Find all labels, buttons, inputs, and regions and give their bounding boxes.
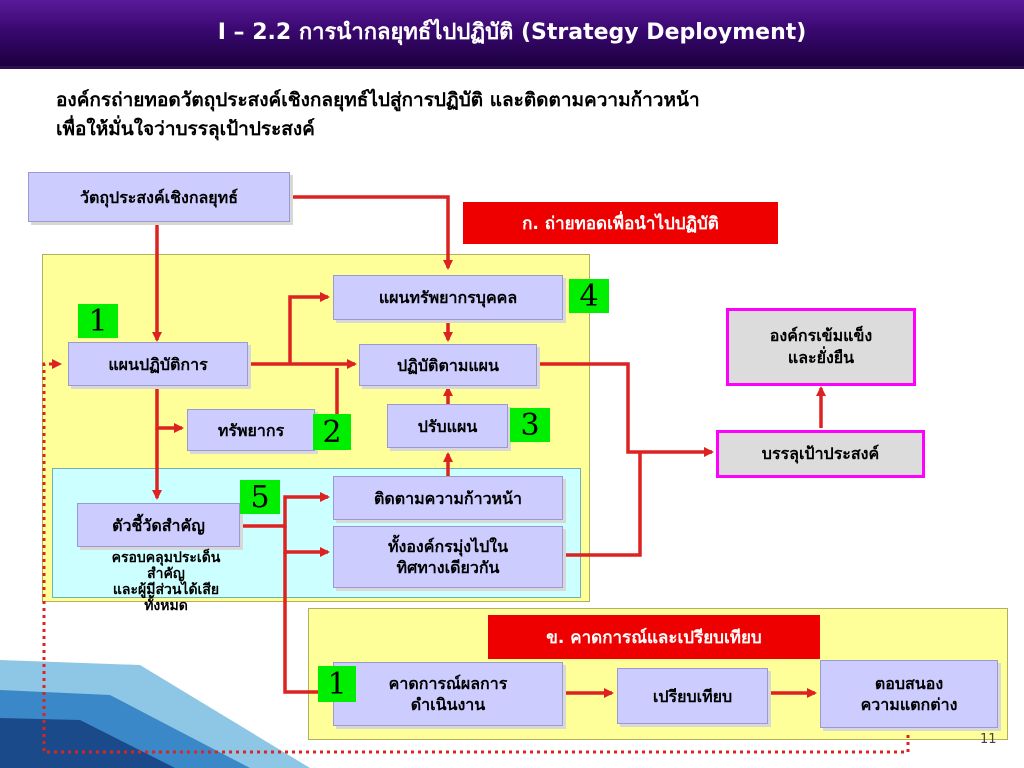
step-number-1b: 1 [318,666,356,702]
compare-box: เปรียบเทียบ [617,668,768,724]
alignment-line-2: ทิศทางเดียวกัน [396,558,500,577]
kpi-note: ครอบคลุมประเด็น สำคัญ และผู้มีส่วนได้เสี… [80,550,252,614]
kpi-box: ตัวชี้วัดสำคัญ [77,503,240,547]
step-number-2: 2 [313,414,351,450]
adjust-plan-box: ปรับแผน [387,404,508,448]
page-number: 11 [980,732,997,747]
intro-line-1: องค์กรถ่ายทอดวัตถุประสงค์เชิงกลยุทธ์ไปสู… [56,89,700,111]
strong-org-line-2: และยั่งยืน [787,348,855,367]
strong-org-line-1: องค์กรเข้มแข็ง [769,326,873,345]
intro-line-2: เพื่อให้มั่นใจว่าบรรลุเป้าประสงค์ [56,118,315,140]
alignment-line-1: ทั้งองค์กรมุ่งไปใน [387,537,509,556]
step-number-1: 1 [78,304,118,339]
intro-text: องค์กรถ่ายทอดวัตถุประสงค์เชิงกลยุทธ์ไปสู… [56,86,956,144]
execute-plan-box: ปฏิบัติตามแผน [359,344,537,386]
header-bar: I – 2.2 การนำกลยุทธ์ไปปฏิบัติ (Strategy … [0,0,1024,69]
step-number-3: 3 [510,408,550,443]
slide-title: I – 2.2 การนำกลยุทธ์ไปปฏิบัติ (Strategy … [217,20,807,45]
respond-line-2: ความแตกต่าง [860,695,958,714]
forecast-line-2: ดำเนินงาน [410,695,486,714]
kpi-note-line-4: ทั้งหมด [144,598,188,614]
step-number-5: 5 [240,480,280,515]
forecast-label: ข. คาดการณ์และเปรียบเทียบ [488,615,820,659]
kpi-note-line-3: และผู้มีส่วนได้เสีย [112,582,220,598]
kpi-note-line-2: สำคัญ [147,566,185,582]
action-plan-box: แผนปฏิบัติการ [68,342,248,386]
kpi-note-line-1: ครอบคลุมประเด็น [111,550,221,566]
strong-organization-box: องค์กรเข้มแข็ง และยั่งยืน [726,308,916,386]
strategic-objectives-box: วัตถุประสงค์เชิงกลยุทธ์ [28,172,290,222]
forecast-line-1: คาดการณ์ผลการ [388,674,508,693]
respond-gaps-box: ตอบสนอง ความแตกต่าง [820,660,998,728]
forecast-performance-box: คาดการณ์ผลการ ดำเนินงาน [333,662,563,726]
alignment-box: ทั้งองค์กรมุ่งไปใน ทิศทางเดียวกัน [333,526,563,588]
monitor-progress-box: ติดตามความก้าวหน้า [333,476,563,520]
achieve-goals-box: บรรลุเป้าประสงค์ [716,430,925,478]
deploy-label: ก. ถ่ายทอดเพื่อนำไปปฏิบัติ [463,202,778,244]
step-number-4: 4 [569,279,609,314]
hr-plan-box: แผนทรัพยากรบุคคล [333,275,563,320]
respond-line-1: ตอบสนอง [874,674,944,693]
resources-box: ทรัพยากร [187,409,315,451]
